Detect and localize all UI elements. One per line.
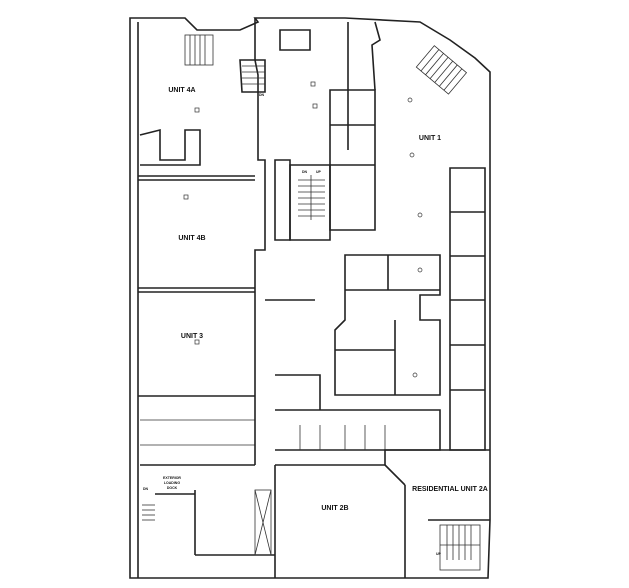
loading-dock-label-2: LOADING xyxy=(164,481,180,485)
center-walls xyxy=(239,18,441,465)
unit-2b-label: UNIT 2B xyxy=(321,505,348,512)
stair-dn-label: DN xyxy=(302,170,308,174)
stair-up-label: UP xyxy=(316,170,322,174)
residential-unit-2a-label: RESIDENTIAL UNIT 2A xyxy=(412,486,488,493)
stair-up-label-2a: UP xyxy=(436,552,442,556)
unit-4b-label: UNIT 4B xyxy=(178,235,205,242)
loading-dock-label-1: EXTERIOR xyxy=(163,476,181,480)
right-rooms xyxy=(415,45,486,451)
stair-dn-label-left: DN xyxy=(143,487,149,491)
left-wing-walls xyxy=(138,34,275,556)
building-outline xyxy=(129,17,491,579)
columns xyxy=(183,81,423,378)
unit-1-label: UNIT 1 xyxy=(419,135,441,142)
stair-dn-label-top: DN xyxy=(259,93,265,97)
unit-4a-label: UNIT 4A xyxy=(168,87,195,94)
bottom-walls xyxy=(142,449,490,578)
loading-dock-label-3: DOCK xyxy=(167,486,178,490)
unit-3-label: UNIT 3 xyxy=(181,333,203,340)
